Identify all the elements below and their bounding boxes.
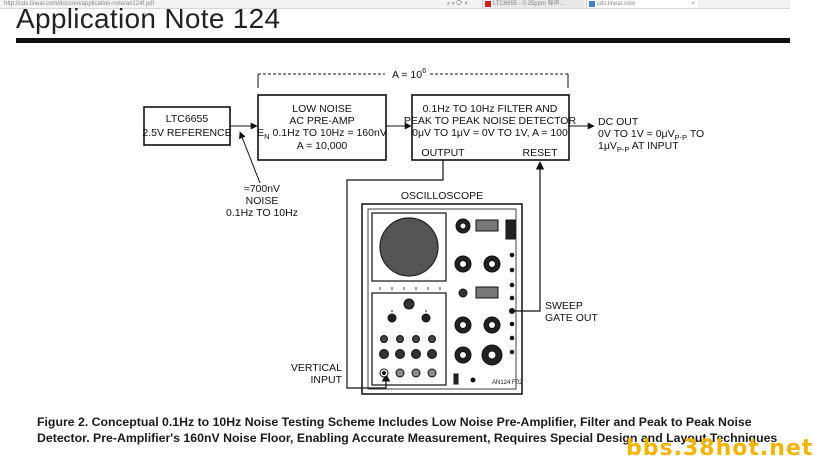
document-title: Application Note 124 — [16, 3, 281, 34]
noise-note: 0.1Hz TO 10Hz — [226, 207, 298, 219]
preamp-label: LOW NOISE — [292, 103, 352, 115]
output-wire — [346, 160, 444, 389]
gain-label: A = 106 — [392, 66, 426, 81]
figure-code: AN124 F02 — [492, 380, 523, 386]
noise-note: ≈700nV — [244, 183, 280, 195]
preamp-gain: A = 10,000 — [297, 140, 348, 152]
vertical-label: INPUT — [311, 374, 343, 386]
figure-caption: Figure 2. Conceptual 0.1Hz to 10Hz Noise… — [37, 415, 778, 445]
preamp-box — [257, 94, 387, 161]
browser-tab-cds[interactable]: cds.linear.com × — [586, 0, 698, 8]
filter-box — [411, 94, 570, 161]
tab-title: LTC6655 - 0.25ppm 噪声... — [493, 1, 565, 7]
browser-tab-ltc6655[interactable]: LTC6655 - 0.25ppm 噪声... — [482, 0, 584, 8]
filter-label: 0.1Hz TO 10Hz FILTER AND — [423, 103, 558, 115]
dial-icon — [403, 298, 415, 310]
output-label: OUTPUT — [421, 147, 465, 159]
reference-label: LTC6655 — [166, 113, 209, 125]
noise-note: NOISE — [246, 195, 279, 207]
close-tab-icon[interactable]: × — [691, 1, 695, 7]
noise-pointer — [239, 131, 261, 184]
address-bar[interactable]: http://cds.linear.com/docs/en/applicatio… — [4, 1, 155, 7]
preamp-noise-spec: EN 0.1Hz TO 10Hz = 160nV — [257, 127, 387, 141]
dc-out-label: 1μVP-P AT INPUT — [598, 140, 679, 154]
reference-label: 2.5V REFERENCE — [142, 127, 231, 139]
filter-label: 0μV TO 1μV = 0V TO 1V, A = 100 — [412, 127, 568, 139]
gain-span — [257, 73, 569, 88]
sweep-label: GATE OUT — [545, 312, 598, 324]
tab-title: cds.linear.com — [597, 1, 636, 7]
tab-favicon-icon — [589, 1, 595, 7]
dc-out-label: 0V TO 1V = 0μVP-P TO — [598, 128, 704, 142]
browser-bar: http://cds.linear.com/docs/en/applicatio… — [0, 0, 790, 9]
title-rule — [16, 38, 790, 43]
reset-label: RESET — [522, 147, 558, 159]
tab-favicon-icon — [485, 1, 491, 7]
watermark: bbs.38hot.net — [626, 436, 813, 461]
figure-diagram: A = 106 LTC6655 2.5V REFERENCE LOW NOISE… — [142, 66, 704, 395]
oscilloscope-label: OSCILLOSCOPE — [401, 190, 483, 202]
oscilloscope — [361, 203, 523, 395]
crt-screen — [379, 217, 439, 277]
vertical-label: VERTICAL — [291, 362, 342, 374]
filter-label: PEAK TO PEAK NOISE DETECTOR — [404, 115, 577, 127]
dc-out-label: DC OUT — [598, 116, 639, 128]
preamp-label: AC PRE-AMP — [289, 115, 354, 127]
sweep-label: SWEEP — [545, 300, 583, 312]
search-icon[interactable]: ⌕ ▾ ⟳ × — [447, 1, 468, 7]
